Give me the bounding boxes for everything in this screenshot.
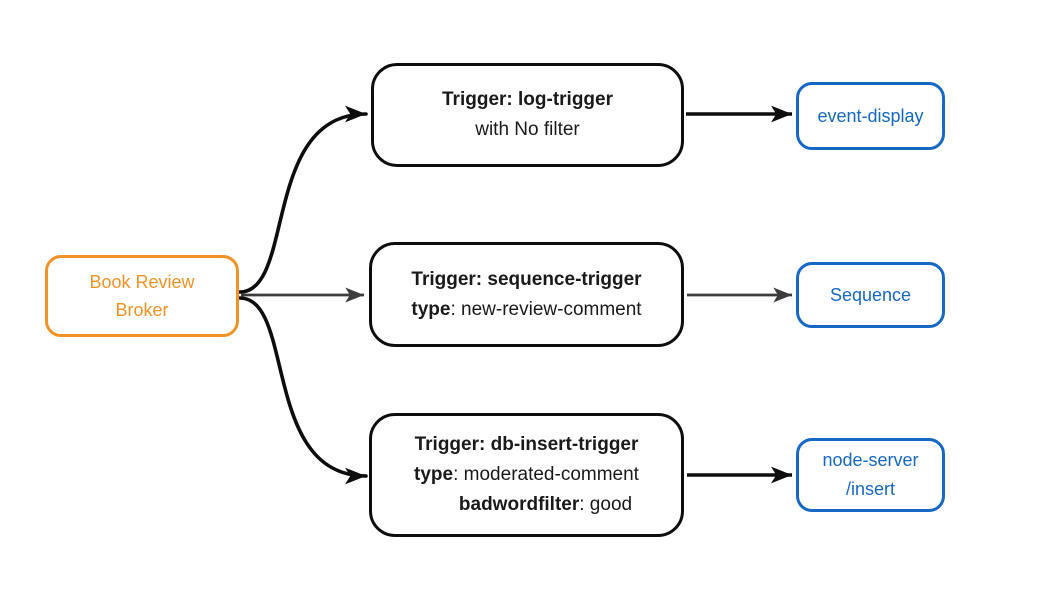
trigger-detail: with No filter bbox=[475, 119, 580, 140]
sink-node-node-server-insert: node-server /insert bbox=[796, 438, 945, 512]
broker-label-line2: Broker bbox=[115, 300, 169, 320]
trigger-detail: badwordfilter: good bbox=[458, 494, 633, 515]
trigger-node-log: Trigger: log-trigger with No filter bbox=[371, 63, 684, 167]
sink-label-line1: Sequence bbox=[829, 284, 912, 305]
sink-label-line1: node-server bbox=[822, 450, 919, 470]
trigger-title: Trigger: sequence-trigger bbox=[411, 268, 642, 290]
broker-label-line1: Book Review bbox=[89, 272, 195, 292]
trigger-title: Trigger: log-trigger bbox=[442, 89, 613, 110]
sink-label-line1: event-display bbox=[817, 105, 924, 126]
trigger-node-sequence: Trigger: sequence-trigger type: new-revi… bbox=[369, 242, 684, 347]
trigger-detail: type: moderated-comment bbox=[414, 464, 639, 485]
trigger-node-db-insert: Trigger: db-insert-trigger type: moderat… bbox=[369, 413, 684, 537]
sink-label-line2: /insert bbox=[845, 479, 896, 499]
trigger-detail: type: new-review-comment bbox=[411, 298, 642, 320]
broker-node: Book Review Broker bbox=[45, 255, 239, 337]
sink-node-event-display: event-display bbox=[796, 82, 945, 150]
sink-node-sequence: Sequence bbox=[796, 262, 945, 328]
trigger-title: Trigger: db-insert-trigger bbox=[414, 434, 639, 455]
edge-broker-to-log-trigger bbox=[238, 105, 368, 294]
edge-broker-to-db-insert-trigger bbox=[238, 296, 368, 485]
